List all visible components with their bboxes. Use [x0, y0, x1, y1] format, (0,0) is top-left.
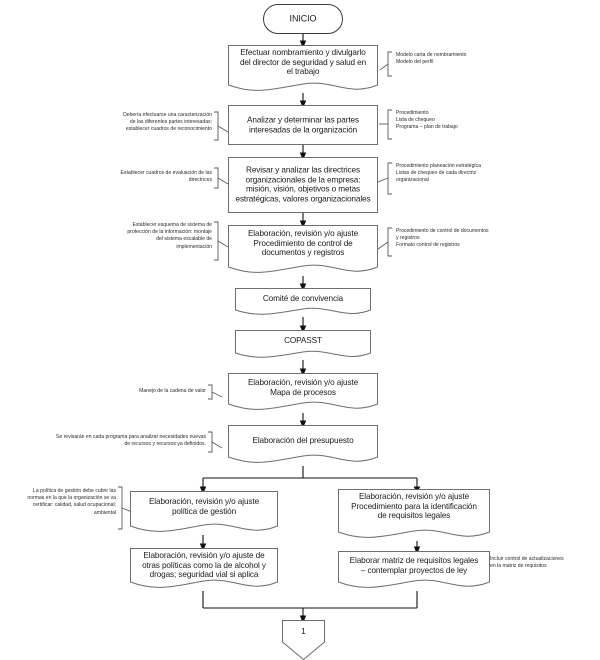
note-r12: Incluir control de actualizaciones en la… — [490, 556, 564, 570]
node-connector-label: 1 — [301, 626, 306, 636]
note-l8: Se revisarán en cada programa para anali… — [55, 434, 206, 448]
node-n3[interactable]: Revisar y analizar las directrices organ… — [228, 157, 378, 213]
node-n3-label: Revisar y analizar las directrices organ… — [235, 165, 371, 204]
node-n6-label: COPASST — [284, 336, 322, 345]
node-n10[interactable]: Elaboración, revisión y/o ajuste Procedi… — [338, 489, 490, 541]
note-l7: Manejo de la cadena de valor — [139, 388, 206, 394]
node-n4[interactable]: Elaboración, revisión y/o ajuste Procedi… — [228, 225, 378, 276]
note-r1: Modelo carta de nombramiento Modelo del … — [396, 52, 467, 66]
node-n2[interactable]: Analizar y determinar las partes interes… — [228, 105, 378, 145]
node-n12[interactable]: Elaborar matriz de requisitos legales – … — [338, 551, 490, 591]
node-n4-label: Elaboración, revisión y/o ajuste Procedi… — [247, 229, 359, 258]
node-n11-label: Elaboración, revisión y/o ajuste de otra… — [142, 551, 266, 580]
node-n9-label: Elaboración, revisión y/o ajuste polític… — [148, 497, 260, 516]
node-n12-label: Elaborar matriz de requisitos legales – … — [349, 556, 479, 575]
node-n5-label: Comité de convivencia — [262, 294, 344, 303]
note-r3: Procedimiento planeación estratégica Lis… — [396, 163, 481, 184]
note-r2: Procedimiento Lista de chequeo Programa … — [396, 110, 458, 131]
node-start-label: INICIO — [289, 13, 317, 24]
node-n1-label: Efectuar nombramiento y divulgarlo del d… — [239, 48, 367, 77]
node-n2-label: Analizar y determinar las partes interes… — [247, 115, 359, 134]
node-n10-label: Elaboración, revisión y/o ajuste Procedi… — [351, 492, 477, 521]
note-l9: La política de gestión debe cubrir las n… — [27, 488, 116, 516]
node-n8-label: Elaboración del presupuesto — [252, 436, 354, 445]
note-l4: Establecer esquema de sistema de protecc… — [127, 222, 212, 250]
node-n1[interactable]: Efectuar nombramiento y divulgarlo del d… — [228, 45, 378, 93]
node-connector-1[interactable]: 1 — [282, 620, 325, 660]
note-r4: Procedimiento de control de documentos y… — [396, 228, 489, 249]
node-n7[interactable]: Elaboración, revisión y/o ajuste Mapa de… — [228, 373, 378, 413]
note-l3: Establecer cuadros de evaluación de las … — [120, 170, 212, 184]
node-n8[interactable]: Elaboración del presupuesto — [228, 425, 378, 466]
node-n7-label: Elaboración, revisión y/o ajuste Mapa de… — [247, 378, 359, 397]
node-n5[interactable]: Comité de convivencia — [235, 288, 371, 317]
node-n9[interactable]: Elaboración, revisión y/o ajuste polític… — [130, 491, 278, 535]
node-n11[interactable]: Elaboración, revisión y/o ajuste de otra… — [130, 548, 278, 591]
node-n6[interactable]: COPASST — [235, 330, 371, 360]
node-start[interactable]: INICIO — [263, 4, 343, 34]
note-l2: Debería efectuarse una caracterización d… — [123, 112, 212, 133]
